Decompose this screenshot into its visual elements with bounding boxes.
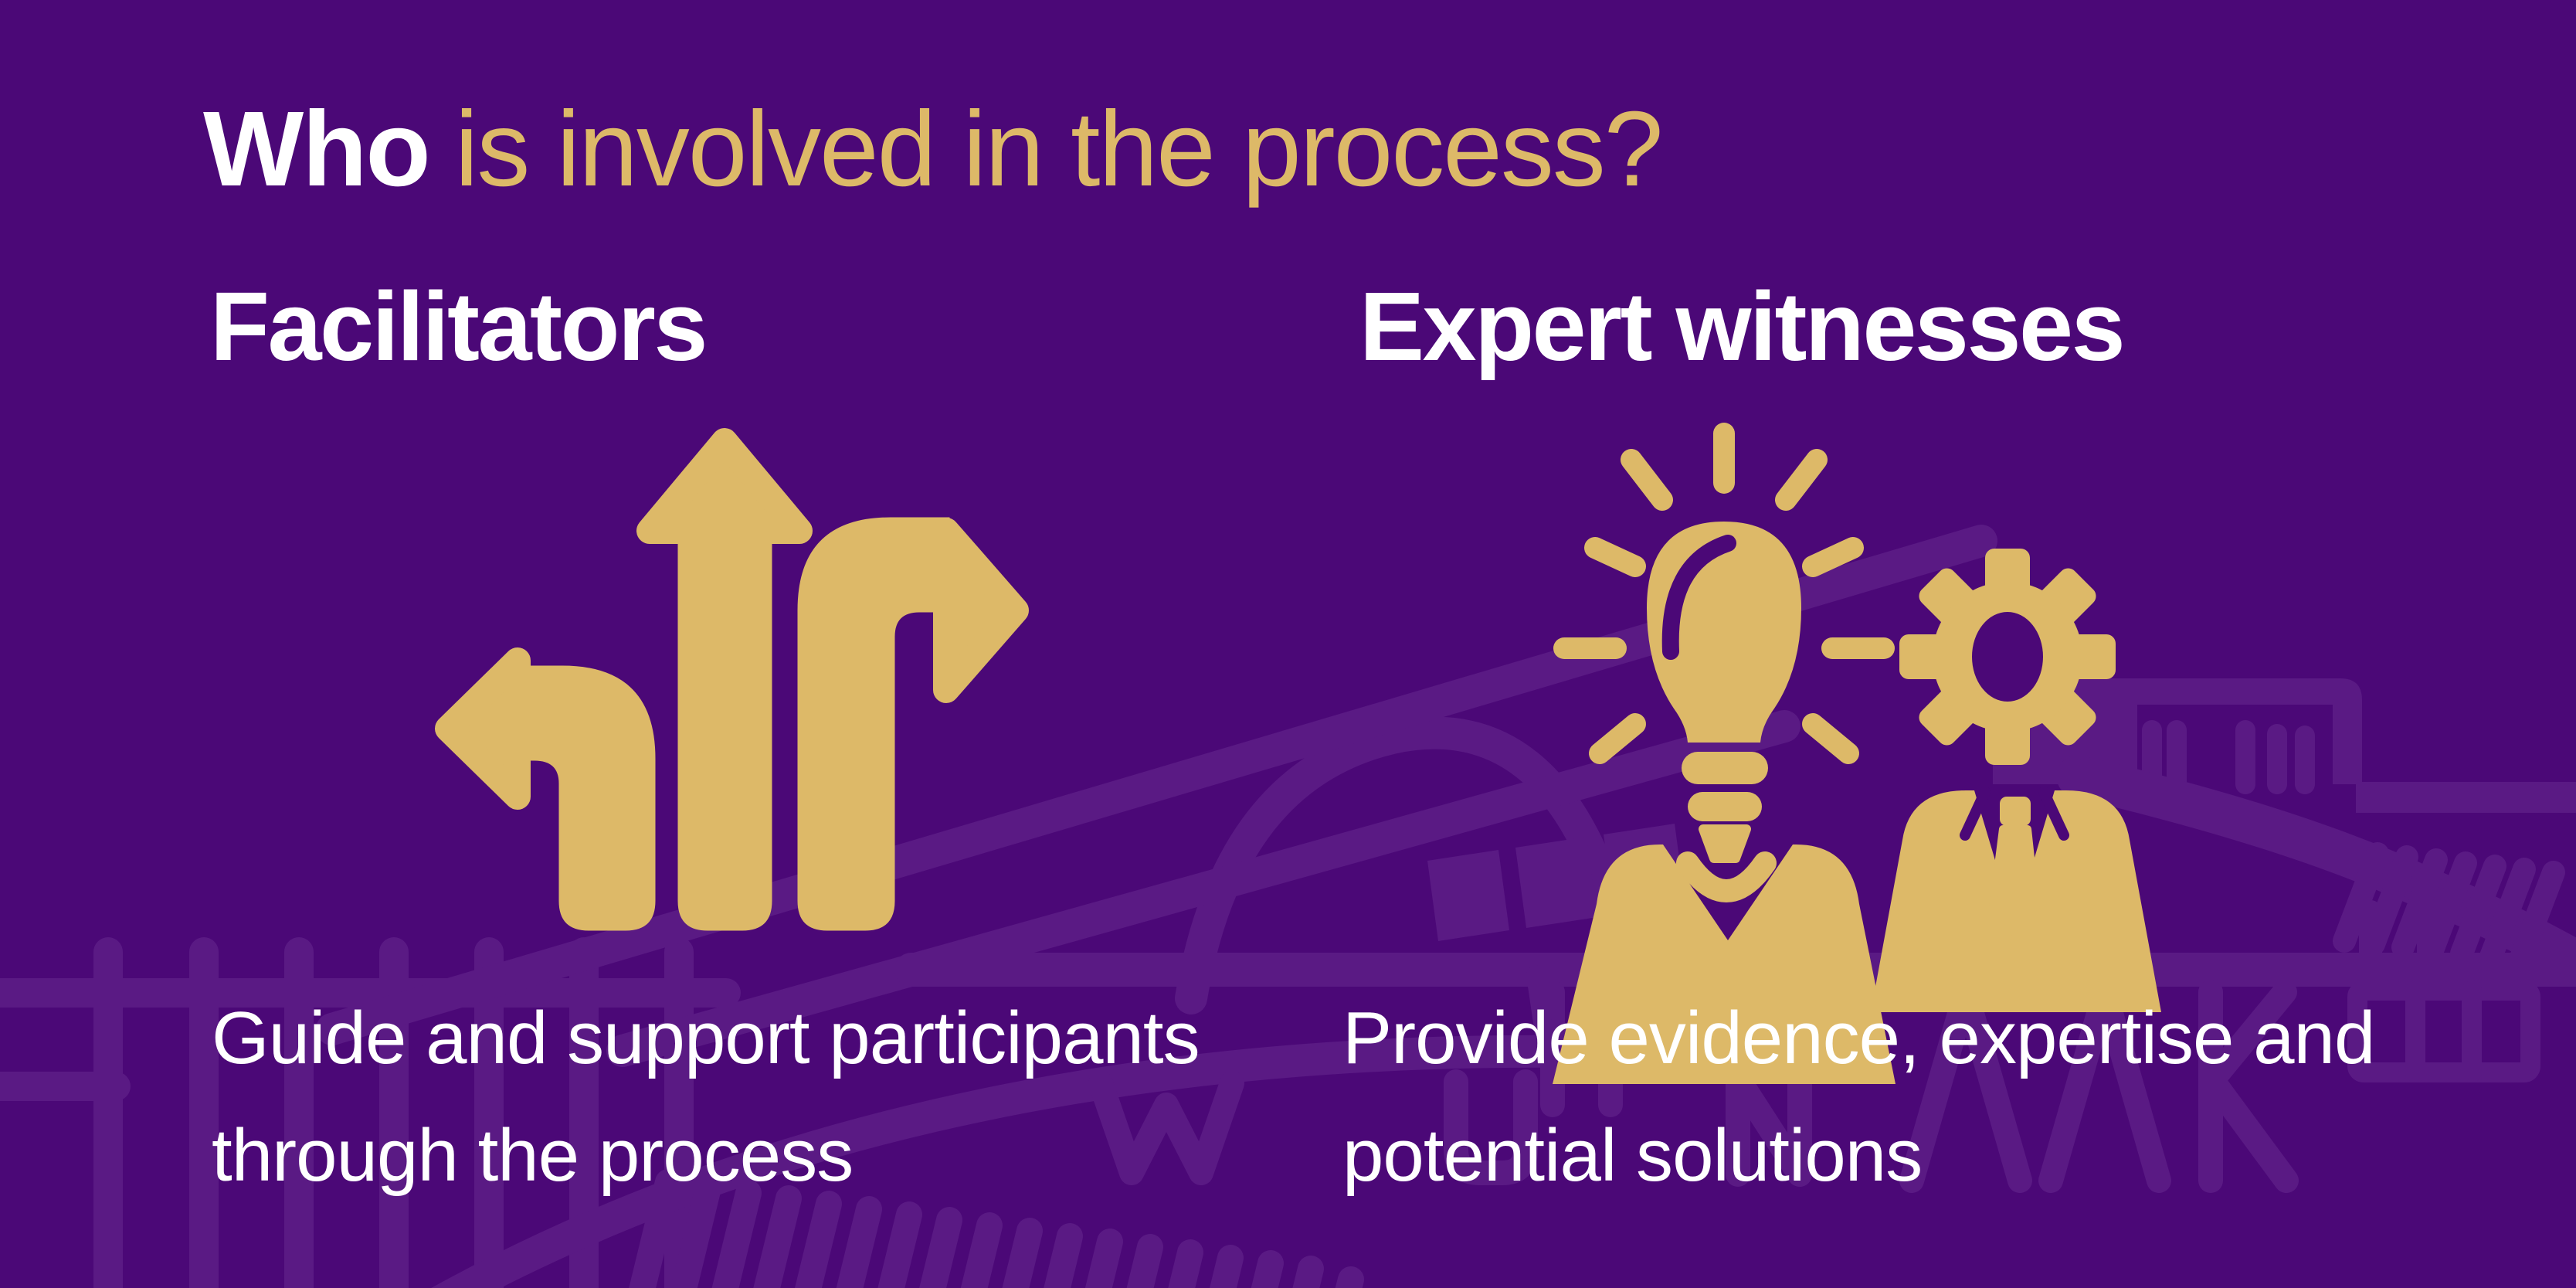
suit-person-shape xyxy=(1871,787,2161,1012)
watermark-frames xyxy=(2347,900,2540,1082)
facilitators-heading: Facilitators xyxy=(210,272,708,381)
description-line: Provide evidence, expertise and xyxy=(1342,997,2375,1079)
facilitators-description: Guide and support participants through t… xyxy=(212,980,1200,1215)
description-line: through the process xyxy=(212,1114,854,1197)
expert-witnesses-heading: Expert witnesses xyxy=(1359,272,2126,381)
idea-rays xyxy=(1553,423,1895,764)
description-line: Guide and support participants xyxy=(212,997,1200,1079)
lightbulb-person-shape xyxy=(1553,522,1896,1084)
lightbulb-gear-experts-icon xyxy=(1553,423,2161,1084)
three-way-arrows-icon xyxy=(435,428,1029,931)
gear-shape xyxy=(1899,549,2116,765)
description-line: potential solutions xyxy=(1342,1114,1923,1197)
title-highlight: Who xyxy=(203,90,431,209)
expert-witnesses-description: Provide evidence, expertise and potentia… xyxy=(1342,980,2375,1215)
watermark-fence xyxy=(0,937,741,1288)
title-rest: is involved in the process? xyxy=(454,90,1664,209)
watermark-hatching xyxy=(629,1169,1364,1288)
